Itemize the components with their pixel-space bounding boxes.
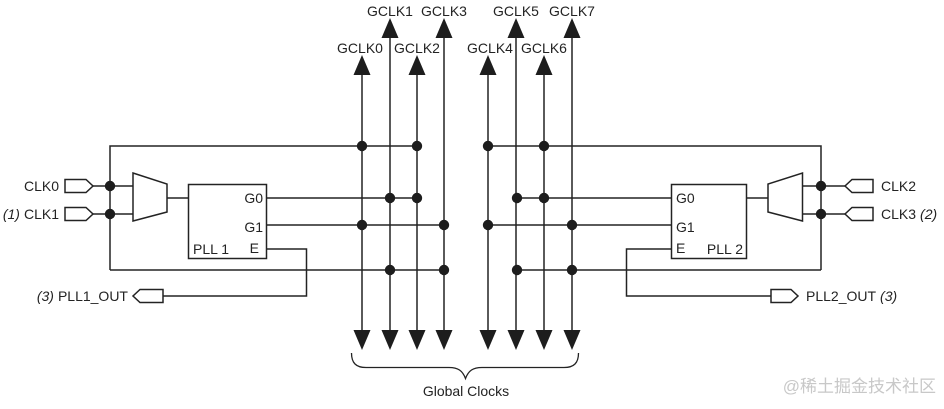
pll2-e-out-wire — [625, 248, 771, 297]
gclk4-up-arrow-icon — [479, 55, 497, 75]
clk3-label: CLK3(2) — [881, 206, 937, 222]
pll2-port-g0-label: G0 — [676, 190, 695, 206]
gclk3-line — [435, 18, 453, 350]
pll2-port-g1-label: G1 — [676, 219, 695, 235]
clk1-pin-icon — [64, 206, 95, 222]
pll1-box — [187, 183, 268, 260]
global-clocks-label: Global Clocks — [423, 383, 509, 399]
pll1-name-label: PLL 1 — [193, 241, 229, 257]
gclk0-line — [353, 55, 371, 350]
gclk-labels: GCLK1 GCLK3 GCLK5 GCLK7 GCLK0 GCLK2 GCLK… — [337, 3, 595, 56]
gclk2-up-arrow-icon — [408, 55, 426, 75]
clk0-pin-icon — [64, 178, 95, 194]
gclk5-label: GCLK5 — [493, 3, 539, 19]
pll1-out-pin-icon — [131, 288, 164, 304]
clk3-pin-icon — [843, 206, 874, 222]
gclk7-line — [563, 18, 581, 350]
gclk1-label: GCLK1 — [367, 3, 413, 19]
clk1-label: (1)CLK1 — [3, 206, 59, 222]
gclk0-label: GCLK0 — [337, 40, 383, 56]
clk3-note: (2) — [920, 206, 937, 222]
clk2-label: CLK2 — [881, 178, 916, 194]
gclk4-label: GCLK4 — [467, 40, 513, 56]
pll1-port-g1-label: G1 — [244, 219, 263, 235]
pll2-box — [670, 183, 748, 260]
clk0-label: CLK0 — [24, 178, 59, 194]
pll1-out-note: (3) — [37, 288, 54, 304]
pll2-out-pin-icon — [770, 288, 800, 304]
gclk0-up-arrow-icon — [353, 55, 371, 75]
pll1-port-e-label: E — [250, 240, 259, 256]
gclk2-label: GCLK2 — [394, 40, 440, 56]
clk2-pin-icon — [843, 178, 874, 194]
gclk4-down-arrow-icon — [479, 330, 497, 350]
gclk6-up-arrow-icon — [535, 55, 553, 75]
pll1-out-label: (3)PLL1_OUT — [37, 288, 129, 304]
gclk1-down-arrow-icon — [381, 330, 399, 350]
gclk0-down-arrow-icon — [353, 330, 371, 350]
gclk3-label: GCLK3 — [421, 3, 467, 19]
pll2-out-note: (3) — [880, 288, 897, 304]
global-clock-network — [353, 18, 581, 350]
gclk3-up-arrow-icon — [435, 18, 453, 38]
gclk1-up-arrow-icon — [381, 18, 399, 38]
clk1-note: (1) — [3, 206, 20, 222]
pll2-name-label: PLL 2 — [707, 241, 743, 257]
pll2-out-label: PLL2_OUT(3) — [806, 288, 897, 304]
clock-mux1 — [132, 171, 168, 222]
gclk7-label: GCLK7 — [549, 3, 595, 19]
gclk2-down-arrow-icon — [408, 330, 426, 350]
pll2-port-e-label: E — [676, 240, 685, 256]
gclk6-label: GCLK6 — [521, 40, 567, 56]
right-input-bus — [488, 145, 822, 270]
gclk5-down-arrow-icon — [507, 330, 525, 350]
gclk7-up-arrow-icon — [563, 18, 581, 38]
gclk5-line — [507, 18, 525, 350]
left-circuit: CLK0 (1)CLK1 G0 G1 E PLL 1 (3)PLL1_OUT — [3, 140, 450, 304]
gclk6-down-arrow-icon — [535, 330, 553, 350]
pll1-e-out-wire — [163, 248, 308, 297]
left-input-bus — [109, 145, 417, 270]
gclk7-down-arrow-icon — [563, 330, 581, 350]
global-clocks-brace-group: Global Clocks — [350, 352, 580, 399]
right-circuit: CLK2 CLK3(2) G0 G1 E PLL 2 PLL2_OUT(3) — [482, 140, 937, 304]
gclk5-up-arrow-icon — [507, 18, 525, 38]
watermark: @稀土掘金技术社区 — [783, 377, 936, 396]
clock-mux2 — [767, 171, 804, 222]
pll1-port-g0-label: G0 — [244, 190, 263, 206]
right-junction-dots — [482, 140, 827, 276]
gclk3-down-arrow-icon — [435, 330, 453, 350]
curly-brace — [350, 352, 580, 381]
gclk1-line — [381, 18, 399, 350]
left-junction-dots — [104, 140, 450, 276]
gclk4-line — [479, 55, 497, 350]
